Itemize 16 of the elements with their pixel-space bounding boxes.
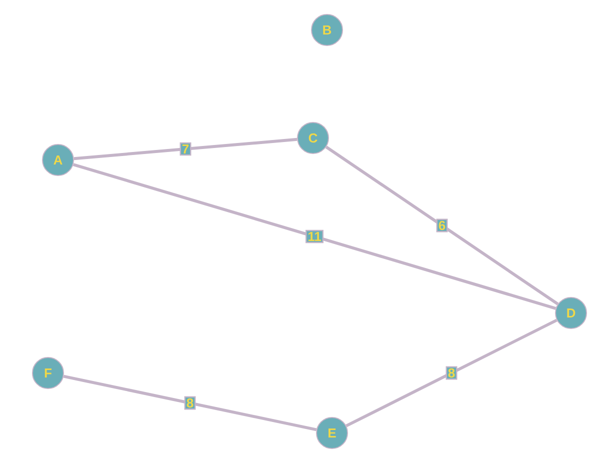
- edge-label: 6: [438, 220, 446, 230]
- edge-line: [346, 318, 558, 428]
- edge-line: [72, 163, 556, 310]
- edge-line: [74, 138, 298, 160]
- edge-label: 11: [308, 232, 322, 241]
- graph-node: B: [311, 14, 343, 46]
- edge-line: [63, 374, 317, 432]
- graph-node: F: [32, 357, 64, 389]
- edge-line: [325, 146, 559, 306]
- graph-node: C: [297, 122, 329, 154]
- edge-label: 8: [186, 398, 194, 408]
- edge-label: 7: [182, 144, 189, 154]
- edge-label: 8: [448, 368, 455, 378]
- graph-node: D: [555, 297, 587, 329]
- graph-node: A: [42, 144, 74, 176]
- graph-node: E: [316, 417, 348, 449]
